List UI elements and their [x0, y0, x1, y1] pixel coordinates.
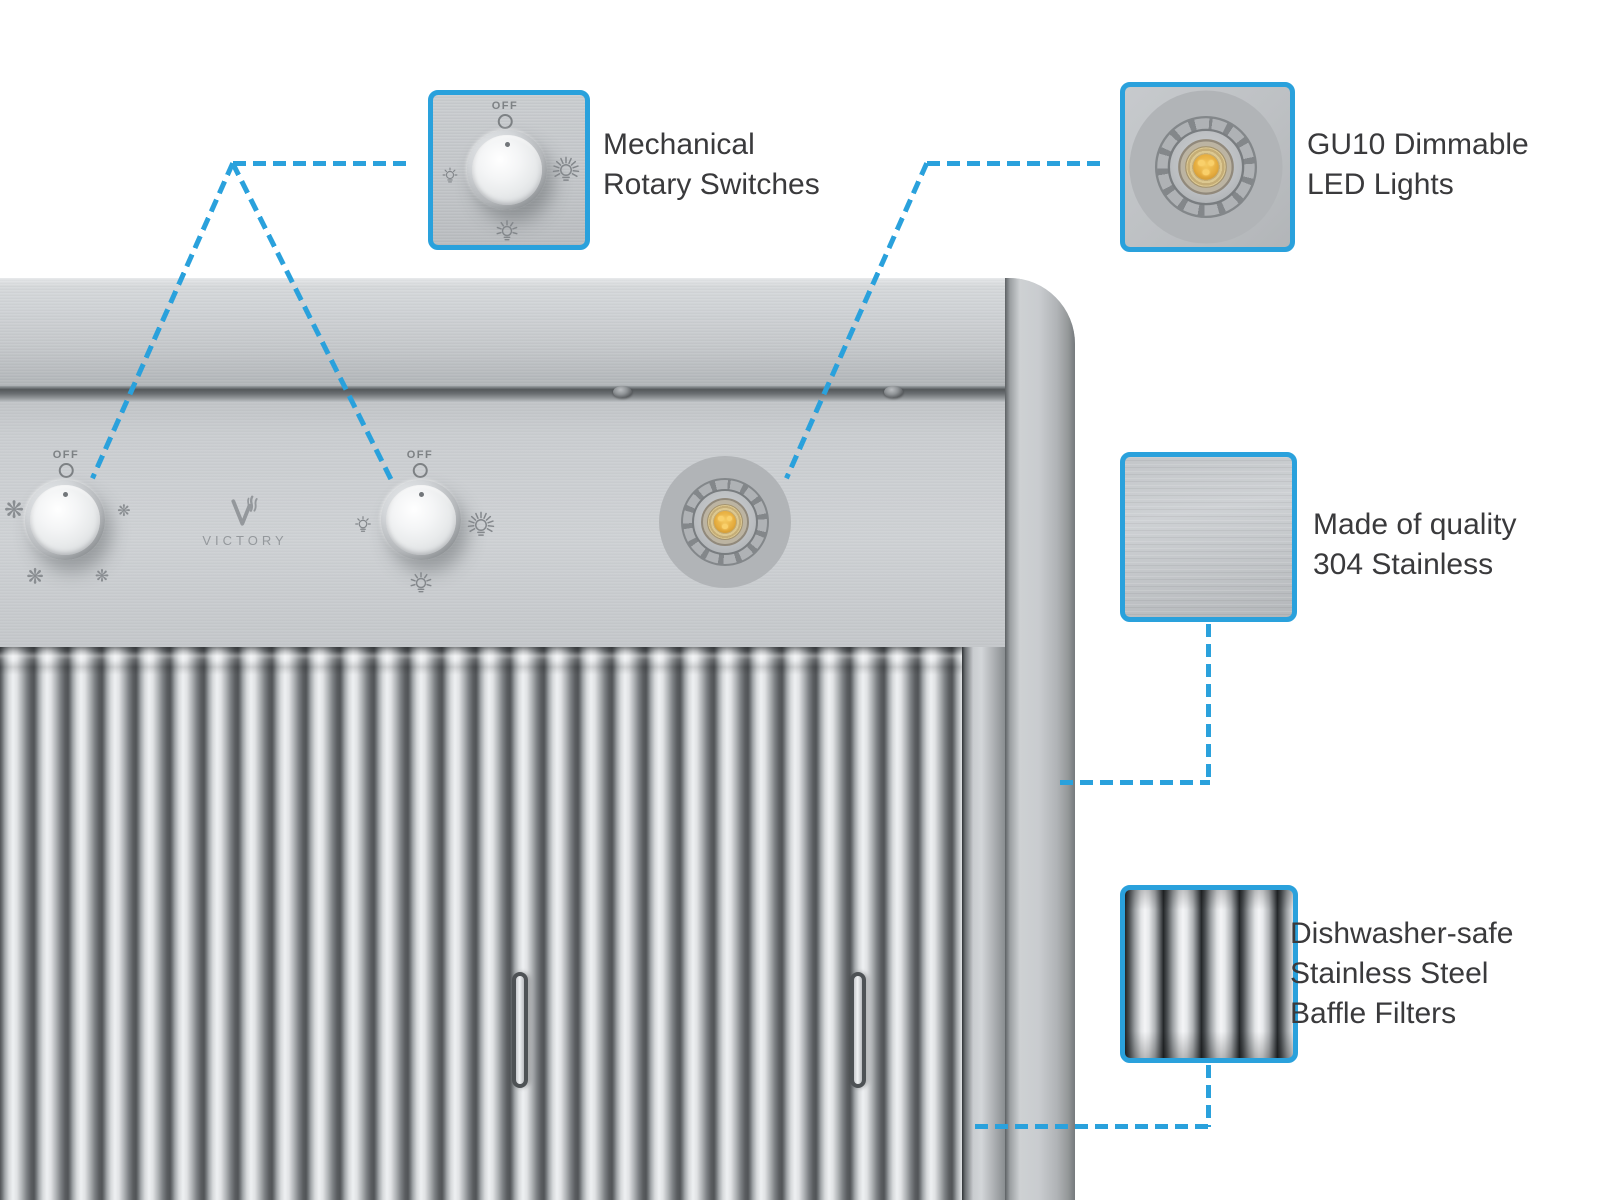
- label-line: Baffle Filters: [1290, 997, 1457, 1030]
- hood-side-frame: [1005, 278, 1075, 1200]
- connector-led-horizontal: [927, 161, 1102, 166]
- bulb-medium-icon: [496, 220, 518, 241]
- range-hood-photo: OFF ❋ ❋ ❋ ❋ VICTORY OFF: [0, 278, 1075, 1200]
- brand-logo-mark: [231, 495, 258, 526]
- fan-knob-off-marker: OFF: [53, 449, 80, 478]
- light-rotary-knob: [381, 480, 461, 560]
- bulb-bright-icon: [552, 156, 580, 181]
- filter-handle: [512, 972, 528, 1088]
- gu10-led-core: [1193, 154, 1219, 180]
- light-knob-off-marker: OFF: [407, 449, 434, 478]
- label-line: Dishwasher-safe: [1290, 917, 1514, 950]
- fan-speed-med-icon: ❋: [94, 566, 110, 587]
- label-line: GU10 Dimmable: [1307, 128, 1529, 161]
- panel-screw-icon: [613, 386, 632, 398]
- label-line: LED Lights: [1307, 168, 1454, 201]
- label-line: Stainless Steel: [1290, 957, 1489, 990]
- led-dot: [722, 523, 728, 529]
- bulb-medium-icon: [410, 572, 432, 593]
- gu10-light-closeup: [1129, 90, 1283, 244]
- bulb-bright-icon: [467, 511, 495, 536]
- tile-knob-off-marker: OFF: [492, 100, 519, 129]
- fan-speed-high-icon: ❋: [3, 496, 25, 524]
- fan-speed-med-high-icon: ❋: [26, 564, 44, 589]
- led-dot: [1202, 168, 1210, 176]
- callout-box-304-stainless: [1120, 452, 1297, 622]
- gu10-led-core: [714, 511, 736, 533]
- baffle-filter-bank: [0, 647, 1005, 1200]
- callout-label-gu10-led: GU10 Dimmable LED Lights: [1307, 125, 1529, 205]
- filter-handle: [850, 972, 866, 1088]
- connector-baffle-horizontal: [975, 1124, 1209, 1129]
- connector-rotary-horizontal: [233, 161, 413, 166]
- label-line: Rotary Switches: [603, 168, 820, 201]
- callout-label-baffle-filters: Dishwasher-safe Stainless Steel Baffle F…: [1290, 914, 1513, 1034]
- fan-speed-low-icon: ❋: [117, 501, 131, 520]
- off-position-ring: [58, 463, 74, 478]
- off-label: OFF: [491, 100, 519, 112]
- connector-steel-horizontal: [1060, 780, 1210, 785]
- filter-side-channel: [962, 647, 1005, 1200]
- off-position-ring: [497, 114, 513, 129]
- bulb-dim-icon: [442, 167, 458, 183]
- off-label: OFF: [52, 449, 80, 461]
- off-label: OFF: [406, 449, 434, 461]
- fan-rotary-knob: [25, 480, 105, 560]
- callout-label-304-stainless: Made of quality 304 Stainless: [1313, 505, 1516, 585]
- gu10-light: [659, 456, 791, 588]
- hood-control-panel: [0, 402, 1005, 647]
- connector-steel-vertical: [1206, 624, 1211, 784]
- bulb-dim-icon: [355, 516, 371, 532]
- label-line: Mechanical: [603, 128, 755, 161]
- label-line: 304 Stainless: [1313, 548, 1494, 581]
- panel-screw-icon: [884, 386, 903, 398]
- callout-label-rotary-switches: Mechanical Rotary Switches: [603, 125, 820, 205]
- brand-name: VICTORY: [202, 533, 288, 548]
- brand-logo: VICTORY: [199, 490, 291, 548]
- callout-box-gu10-led: [1120, 82, 1295, 252]
- connector-baffle-vertical: [1206, 1065, 1211, 1127]
- label-line: Made of quality: [1313, 508, 1517, 541]
- hood-top-rim: [0, 278, 1075, 386]
- callout-box-baffle-filter: [1120, 885, 1298, 1063]
- tile-rotary-knob: [467, 130, 547, 210]
- callout-box-rotary-switch: OFF: [428, 90, 590, 250]
- off-position-ring: [412, 463, 428, 478]
- hood-panel-groove: [0, 386, 1005, 402]
